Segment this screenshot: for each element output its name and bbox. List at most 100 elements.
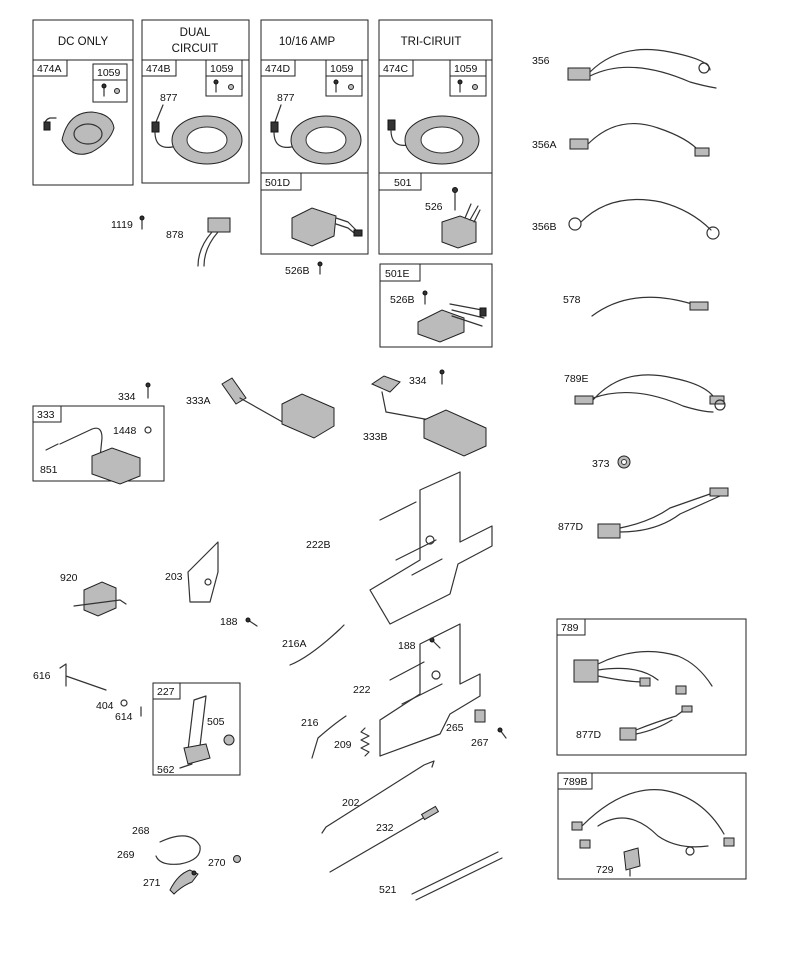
label-333: 333 [37,409,55,421]
shaft-616-icon [59,663,107,691]
screw-icon [101,83,120,97]
label-526B-a: 526B [285,265,310,277]
link-rod-202-icon [321,760,435,834]
label-526B-b: 526B [390,294,415,306]
wire-789E-icon [574,374,726,413]
label-203: 203 [165,571,183,583]
label-268: 268 [132,825,150,837]
label-356A: 356A [532,139,557,151]
header-circuit: CIRCUIT [172,43,219,55]
ignition-coil-icon [221,377,335,439]
switch-729-icon [623,847,641,877]
label-521: 521 [379,884,397,896]
header-dc-only: DC ONLY [58,36,109,48]
label-404: 404 [96,700,114,712]
box-tri-ciruit: TRI-CIRUIT 474C 1059 501 526 [378,19,493,255]
label-578: 578 [563,294,581,306]
box-dual-circuit: DUAL CIRCUIT 474B 1059 877 [141,19,250,184]
screw-icon [429,637,441,649]
label-877-a: 877 [160,92,178,104]
screw-icon [317,261,323,275]
tube-521-icon [411,851,503,901]
label-209: 209 [334,739,352,751]
ignition-coil-icon [45,427,141,485]
control-bracket-222B-icon [369,471,493,625]
label-526: 526 [425,201,443,213]
nut-icon [617,455,631,469]
label-222B: 222B [306,539,331,551]
ignition-coil-icon [370,375,487,457]
label-474B: 474B [146,63,171,75]
label-270: 270 [208,857,226,869]
box-333: 333 1448 851 [32,405,165,485]
label-1059-c: 1059 [330,63,354,75]
box-789B: 789B 729 [557,772,747,880]
harness-877D-icon [597,487,729,539]
screw-icon [145,382,151,399]
label-356: 356 [532,55,550,67]
label-356B: 356B [532,221,557,233]
label-501D: 501D [265,177,291,189]
label-614: 614 [115,711,133,723]
washer-icon [120,699,128,707]
label-562: 562 [157,764,175,776]
label-373: 373 [592,458,610,470]
label-878: 878 [166,229,184,241]
label-1448: 1448 [113,425,137,437]
nut-icon [233,855,241,863]
harness-789B-icon [571,789,735,856]
label-501: 501 [394,177,412,189]
link-rod-216A-icon [289,624,345,666]
solenoid-icon [73,581,127,617]
screw-icon [497,727,507,739]
label-729: 729 [596,864,614,876]
label-851: 851 [40,464,58,476]
wire-356-icon [567,48,717,89]
spring-209-icon [360,727,370,757]
bracket-203-icon [187,541,219,603]
label-474D: 474D [265,63,291,75]
header-10-16-amp: 10/16 AMP [279,36,336,48]
label-920: 920 [60,572,78,584]
label-505: 505 [207,716,225,728]
regulator-icon [417,290,487,343]
wire-578-icon [591,296,709,317]
label-501E: 501E [385,268,410,280]
label-789B: 789B [563,776,588,788]
screw-icon [213,79,234,93]
label-334-b: 334 [409,375,427,387]
screw-icon [245,617,258,627]
label-216A: 216A [282,638,307,650]
label-789: 789 [561,622,579,634]
label-188-a: 188 [220,616,238,628]
label-789E: 789E [564,373,589,385]
label-474C: 474C [383,63,409,75]
wire-356B-icon [568,198,720,240]
stator-ring-icon [387,115,480,165]
label-877D-a: 877D [558,521,584,533]
label-265: 265 [446,722,464,734]
label-222: 222 [353,684,371,696]
box-dc-only: DC ONLY 474A 1059 [32,19,134,186]
harness-877D-icon [619,705,693,741]
screw-icon [439,369,445,385]
box-227: 227 505 562 [152,682,241,776]
label-188-b: 188 [398,640,416,652]
box-501E: 501E 526B [379,263,493,348]
clip-265-icon [474,709,486,723]
wire-356A-icon [569,122,710,157]
regulator-icon [291,207,363,247]
label-877D-b: 877D [576,729,602,741]
screw-icon [333,79,354,93]
label-269: 269 [117,849,135,861]
control-bracket-222-icon [379,623,481,757]
label-232: 232 [376,822,394,834]
screw-icon [139,215,145,230]
label-333B: 333B [363,431,388,443]
label-202: 202 [342,797,360,809]
stator-dc-icon [43,111,115,155]
header-dual: DUAL [180,27,211,39]
washer-icon [144,426,152,434]
label-271: 271 [143,877,161,889]
